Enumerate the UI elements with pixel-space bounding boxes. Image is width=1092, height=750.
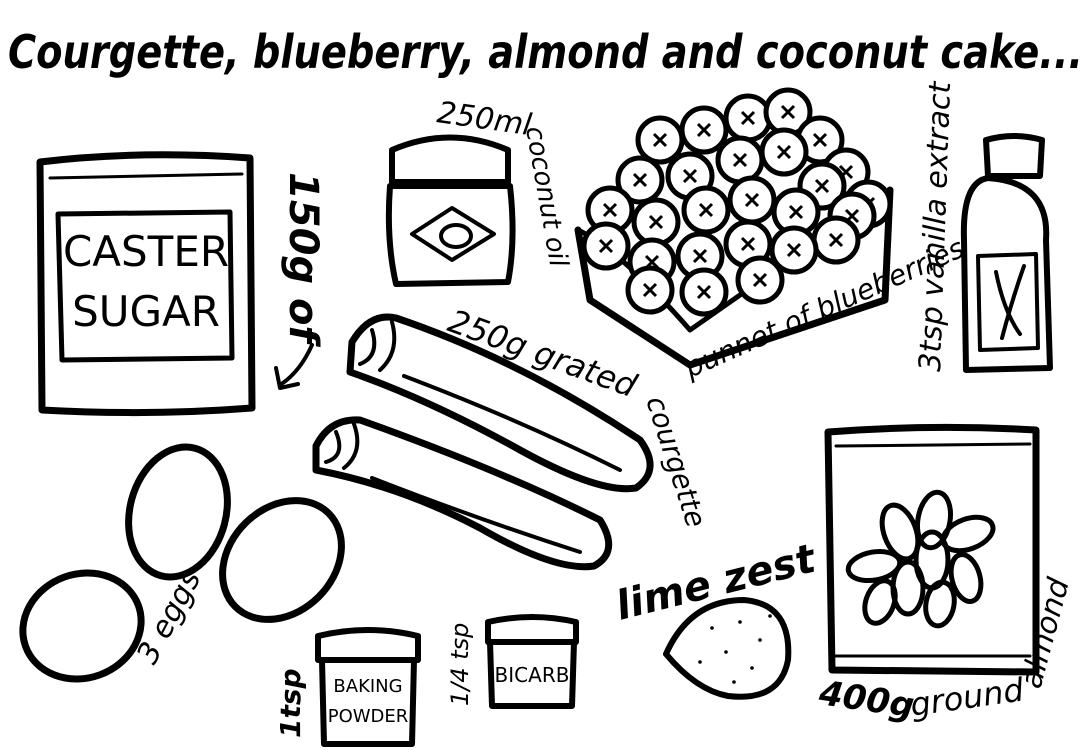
- blueberries: [581, 87, 893, 317]
- blueberry-cross: [752, 272, 768, 288]
- courgettes: [312, 313, 654, 571]
- blueberry-cross: [786, 242, 802, 258]
- blueberry-cross: [602, 202, 618, 218]
- recipe-title: Courgette, blueberry, almond and coconut…: [8, 25, 1083, 79]
- blueberry-punnet: [574, 87, 894, 369]
- blueberry-cross: [814, 178, 830, 194]
- blueberry-cross: [780, 104, 796, 120]
- blueberry-cross: [648, 214, 664, 230]
- almond-line2: almond: [1014, 574, 1077, 693]
- blueberry-cross: [732, 152, 748, 168]
- bicarb-tub: [485, 614, 579, 709]
- vanilla-bottle: [960, 133, 1053, 373]
- blueberry-cross: [744, 192, 760, 208]
- blueberry-cross: [698, 202, 714, 218]
- blueberry-cross: [740, 110, 756, 126]
- arrow-icon: [274, 343, 314, 390]
- baking-powder-quantity: 1tsp: [274, 668, 307, 738]
- blueberry-cross: [642, 282, 658, 298]
- vanilla-name: 3tsp vanilla extract: [913, 80, 958, 372]
- blueberry-cross: [696, 122, 712, 138]
- sugar-quantity: 150g of: [280, 172, 326, 348]
- caster-sugar-bag: [36, 151, 256, 417]
- blueberry-cross: [598, 238, 614, 254]
- coconut-oil-jar: [385, 134, 516, 287]
- blueberry-cross: [828, 232, 844, 248]
- blueberry-cross: [788, 204, 804, 220]
- lime: [663, 597, 792, 700]
- bicarb-label: BICARB: [495, 663, 570, 687]
- eggs: [19, 443, 345, 683]
- blueberry-cross: [692, 248, 708, 264]
- blueberry-cross: [740, 236, 756, 252]
- almonds: [845, 489, 996, 629]
- blueberry-cross: [776, 144, 792, 160]
- bicarb-quantity: 1/4 tsp: [446, 623, 474, 706]
- almond-quantity: 400g: [816, 673, 917, 726]
- blueberry-cross: [812, 132, 828, 148]
- blueberry-cross: [652, 132, 668, 148]
- sugar-label-line1: CASTER: [63, 227, 229, 276]
- lime-name: lime zest: [611, 535, 821, 629]
- blueberry-cross: [682, 168, 698, 184]
- coconut-oil-name: coconut oil: [519, 124, 573, 270]
- baking-powder-tub: [315, 627, 421, 747]
- blueberry-cross: [632, 172, 648, 188]
- ground-almond-bag: [824, 423, 1040, 676]
- almond-line1: ground: [908, 670, 1027, 724]
- baking-powder-line1: BAKING: [333, 676, 402, 697]
- sugar-label-line2: SUGAR: [72, 287, 220, 336]
- blueberry-cross: [696, 284, 712, 300]
- baking-powder-line2: POWDER: [328, 706, 409, 727]
